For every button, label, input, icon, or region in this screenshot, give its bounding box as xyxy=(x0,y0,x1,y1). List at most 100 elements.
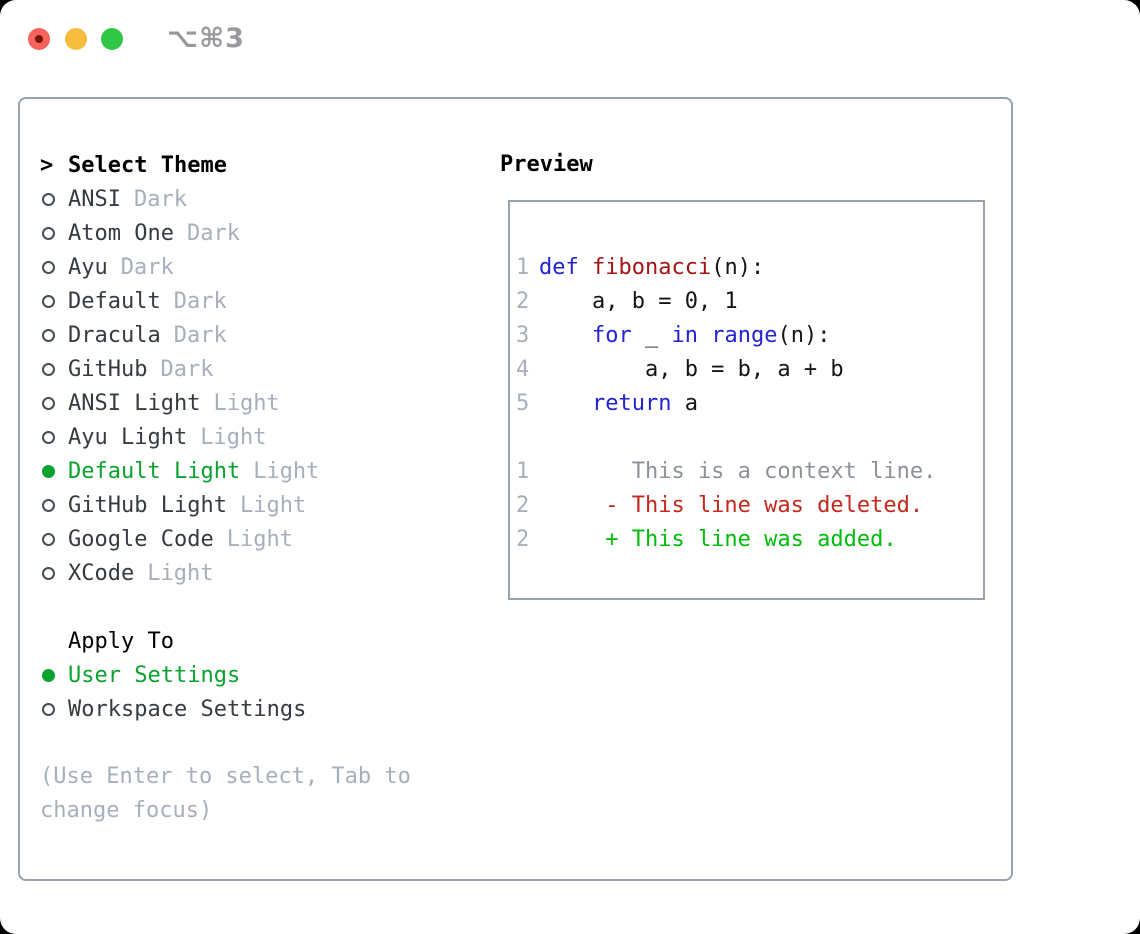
code-segment-context: This is a context line. xyxy=(539,459,937,484)
preview-line xyxy=(510,421,983,455)
code-text: This is a context line. xyxy=(539,455,937,489)
radio-icon xyxy=(42,362,55,376)
theme-item[interactable]: GitHub Dark xyxy=(40,352,411,386)
code-segment-plain xyxy=(579,255,592,280)
apply-to-title: Apply To xyxy=(68,628,174,654)
code-segment-keyword: return xyxy=(591,391,672,416)
minimize-button[interactable] xyxy=(65,28,87,50)
preview-line: 5 return a xyxy=(510,387,983,421)
select-theme-title: Select Theme xyxy=(68,152,227,178)
theme-item[interactable]: Default Light Light xyxy=(40,454,411,488)
theme-variant-tag: Dark xyxy=(160,356,214,382)
code-segment-plain xyxy=(539,323,592,348)
theme-variant-tag: Dark xyxy=(133,186,187,212)
code-segment-plain: (n): xyxy=(777,323,831,348)
code-text: def fibonacci(n): xyxy=(539,251,764,285)
code-segment-plain: a, b = b, a + b xyxy=(539,357,844,382)
code-text: for _ in range(n): xyxy=(539,319,830,353)
theme-item[interactable]: ANSI Dark xyxy=(40,182,411,216)
theme-variant-tag: Dark xyxy=(173,322,227,348)
radio-selected-icon xyxy=(42,464,55,478)
spacer xyxy=(40,590,411,624)
radio-icon xyxy=(42,192,55,206)
line-number: 2 xyxy=(516,527,530,552)
radio-icon xyxy=(42,566,55,580)
line-number: 1 xyxy=(516,255,530,280)
preview-line: 4 a, b = b, a + b xyxy=(510,353,983,387)
line-number: 4 xyxy=(516,357,530,382)
radio-icon xyxy=(42,226,55,240)
theme-variant-tag: Light xyxy=(200,424,267,450)
radio-icon xyxy=(42,328,55,342)
code-segment-plain: _ xyxy=(631,323,672,348)
theme-name: Dracula xyxy=(68,322,161,348)
theme-name: ANSI Light xyxy=(68,390,201,416)
apply-to-item[interactable]: User Settings xyxy=(40,658,411,692)
code-segment-plain xyxy=(539,391,592,416)
theme-variant-tag: Dark xyxy=(186,220,240,246)
preview-line: 3 for _ in range(n): xyxy=(510,319,983,353)
radio-icon xyxy=(42,294,55,308)
radio-icon xyxy=(42,260,55,274)
theme-name: Default Light xyxy=(68,458,241,484)
code-text: return a xyxy=(539,387,698,421)
code-segment-keyword: def xyxy=(539,255,579,280)
code-text: + This line was added. xyxy=(539,523,897,557)
theme-name: Default xyxy=(68,288,161,314)
code-text: - This line was deleted. xyxy=(539,489,923,523)
code-segment-plain: a xyxy=(671,391,698,416)
theme-name: ANSI xyxy=(68,186,121,212)
theme-variant-tag: Light xyxy=(253,458,320,484)
line-number: 2 xyxy=(516,289,530,314)
theme-item[interactable]: XCode Light xyxy=(40,556,411,590)
apply-to-item[interactable]: Workspace Settings xyxy=(40,692,411,726)
apply-to-header: Apply To xyxy=(40,624,411,658)
preview-line: 2 + This line was added. xyxy=(510,523,983,557)
code-segment-plain: (n): xyxy=(711,255,765,280)
prompt-icon: > xyxy=(40,152,54,178)
apply-to-label: Workspace Settings xyxy=(68,696,307,722)
apply-to-label: User Settings xyxy=(68,662,241,688)
theme-item[interactable]: Dracula Dark xyxy=(40,318,411,352)
theme-name: GitHub xyxy=(68,356,148,382)
radio-icon xyxy=(42,532,55,546)
zoom-button[interactable] xyxy=(101,28,123,50)
select-theme-header: > Select Theme xyxy=(40,148,411,182)
theme-variant-tag: Light xyxy=(239,492,307,518)
theme-item[interactable]: GitHub Light Light xyxy=(40,488,411,522)
theme-variant-tag: Light xyxy=(147,560,214,586)
close-button[interactable] xyxy=(28,28,50,50)
theme-name: Ayu Light xyxy=(68,424,188,450)
unsaved-changes-dot xyxy=(35,35,43,43)
preview-line: 2 a, b = 0, 1 xyxy=(510,285,983,319)
code-text: a, b = 0, 1 xyxy=(539,285,738,319)
code-segment-keyword: range xyxy=(711,323,778,348)
preview-line: 2 - This line was deleted. xyxy=(510,489,983,523)
theme-name: GitHub Light xyxy=(68,492,227,518)
line-number xyxy=(510,421,539,455)
code-segment-added: + This line was added. xyxy=(539,527,897,552)
theme-variant-tag: Light xyxy=(226,526,293,552)
theme-item[interactable]: Ayu Dark xyxy=(40,250,411,284)
theme-name: Ayu xyxy=(68,254,108,280)
line-number: 5 xyxy=(516,391,530,416)
theme-item[interactable]: Ayu Light Light xyxy=(40,420,411,454)
code-segment-plain: a, b = 0, 1 xyxy=(539,289,738,314)
theme-variant-tag: Light xyxy=(213,390,280,416)
preview-line: 1 def fibonacci(n): xyxy=(510,251,983,285)
theme-variant-tag: Dark xyxy=(120,254,174,280)
code-segment-keyword: for xyxy=(591,323,632,348)
help-line: change focus) xyxy=(40,798,213,823)
code-segment-plain xyxy=(698,323,711,348)
theme-name: XCode xyxy=(68,560,135,586)
code-segment-function: fibonacci xyxy=(592,255,712,280)
theme-item[interactable]: ANSI Light Light xyxy=(40,386,411,420)
